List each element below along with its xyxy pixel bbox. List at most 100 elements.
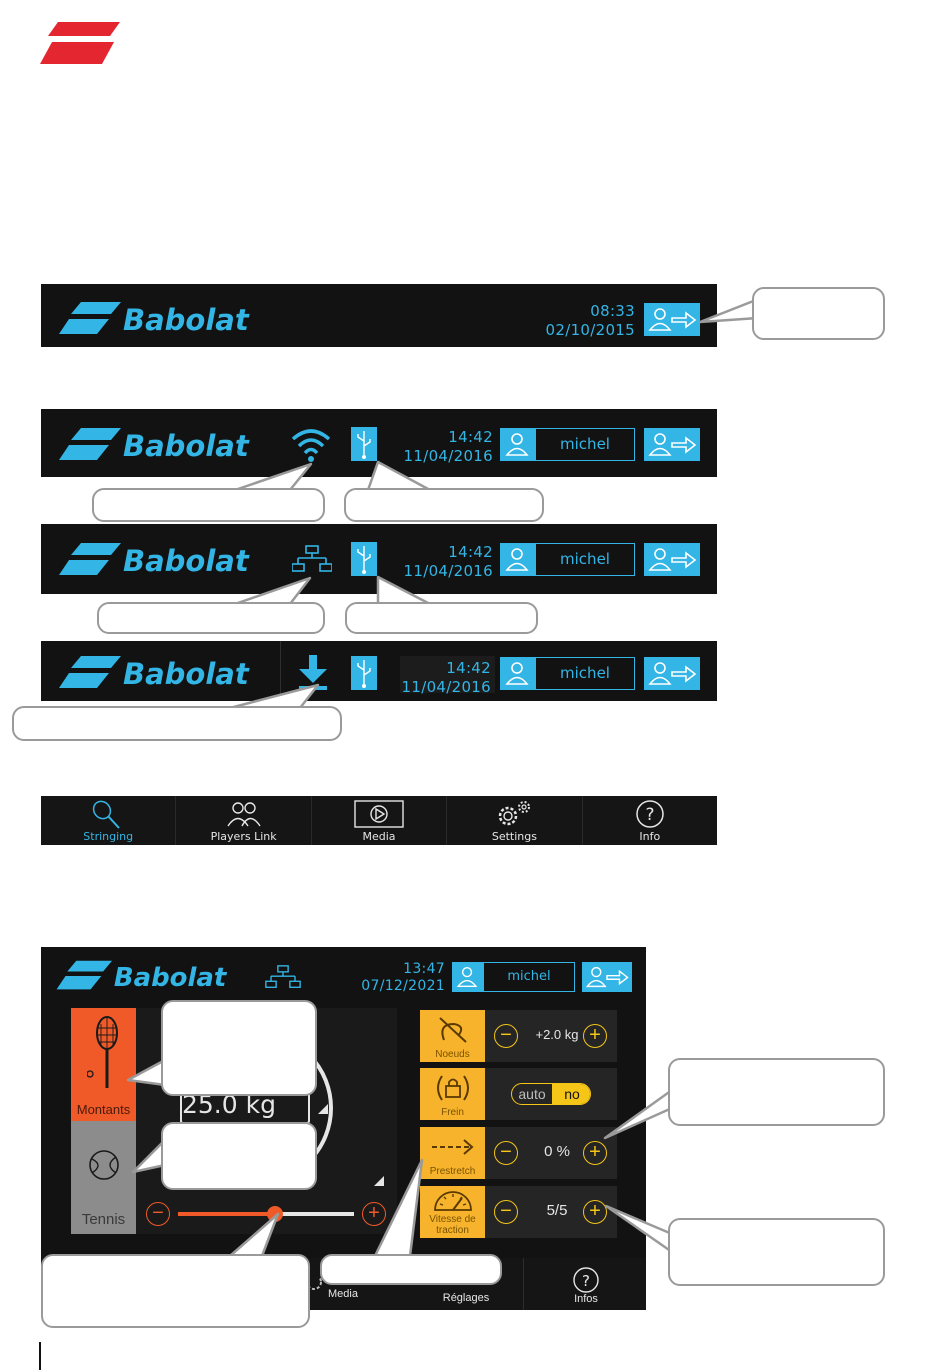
page-margin-rule <box>39 1342 41 1370</box>
tension-slider-knob[interactable] <box>266 1206 283 1222</box>
brake-tile[interactable]: Frein <box>420 1068 485 1120</box>
callout-usb <box>344 488 544 522</box>
knot-value: +2.0 kg <box>535 1027 579 1042</box>
tension-plus-button[interactable]: + <box>362 1202 386 1226</box>
brake-no-option[interactable]: no <box>552 1084 590 1104</box>
nav-label: Info <box>639 830 661 843</box>
babolat-logo: Babolat <box>59 300 279 343</box>
bottom-nav-settings[interactable]: Réglages <box>442 1292 490 1304</box>
user-icon <box>456 966 478 988</box>
time: 08:33 <box>590 302 635 320</box>
download-icon <box>297 655 329 696</box>
brand-name: Babolat <box>123 544 250 578</box>
racket-icon <box>93 800 120 829</box>
logout-button[interactable] <box>644 543 700 576</box>
main-nav-bar: Stringing Players Link Media Settings ? <box>41 796 717 845</box>
brake-label: Frein <box>441 1107 464 1118</box>
bottom-nav-media[interactable]: Media <box>328 1288 358 1300</box>
knot-tile[interactable]: Noeuds <box>420 1010 485 1062</box>
username-field[interactable]: michel <box>535 428 635 461</box>
time: 14:42 <box>446 659 491 677</box>
babolat-logo: Babolat <box>59 541 279 584</box>
user-logout-icon <box>648 433 697 456</box>
brand-name: Babolat <box>114 963 228 993</box>
usb-button[interactable] <box>351 542 377 576</box>
user-icon <box>505 548 529 571</box>
brake-auto-option[interactable]: auto <box>518 1086 546 1102</box>
time: 14:42 <box>448 428 493 446</box>
callout-mains-tab <box>161 1000 317 1096</box>
clock: 14:42 11/04/2016 <box>391 543 493 581</box>
knot-minus-button[interactable]: − <box>494 1024 518 1048</box>
date: 11/04/2016 <box>401 678 491 696</box>
svg-text:?: ? <box>645 805 654 825</box>
prestretch-tile[interactable]: Prestretch <box>420 1127 485 1179</box>
knot-plus-button[interactable]: + <box>583 1024 607 1048</box>
divider <box>280 641 281 701</box>
logout-button[interactable] <box>582 962 632 992</box>
user-button[interactable] <box>500 543 535 576</box>
wifi-icon <box>289 425 333 468</box>
callout-slider <box>41 1254 310 1328</box>
speed-minus-button[interactable]: − <box>494 1200 518 1224</box>
bottom-nav-info[interactable]: Infos <box>574 1293 598 1305</box>
prestretch-minus-button[interactable]: − <box>494 1141 518 1165</box>
knot-icon <box>439 1017 467 1043</box>
username-field[interactable]: michel <box>535 543 635 576</box>
callout-wifi <box>92 488 325 522</box>
nav-item-media[interactable]: Media <box>312 796 448 845</box>
question-icon: ? <box>636 800 664 828</box>
username-field[interactable]: michel <box>483 962 575 992</box>
user-button[interactable] <box>500 428 535 461</box>
user-logout-icon <box>648 662 697 685</box>
speedometer-icon <box>434 1191 472 1211</box>
callout-network <box>97 602 325 634</box>
media-play-icon <box>354 800 404 828</box>
tab-tennis-label: Tennis <box>81 1211 126 1228</box>
user-button[interactable] <box>500 657 535 690</box>
user-icon <box>505 433 529 456</box>
tension-minus-button[interactable]: − <box>146 1202 170 1226</box>
usb-button[interactable] <box>351 656 377 690</box>
babolat-logo: Babolat <box>59 654 279 697</box>
nav-item-stringing[interactable]: Stringing <box>41 796 177 845</box>
tab-mains[interactable]: Montants <box>71 1008 136 1121</box>
nav-item-players-link[interactable]: Players Link <box>176 796 312 845</box>
callout-speed <box>668 1218 885 1286</box>
prestretch-value: 0 % <box>544 1143 570 1160</box>
usb-button[interactable] <box>351 427 377 461</box>
callout-download <box>12 706 342 741</box>
user-logout-icon <box>648 548 697 571</box>
nav-label: Settings <box>491 830 537 843</box>
logout-button[interactable] <box>644 303 700 336</box>
prestretch-label: Prestretch <box>429 1166 476 1177</box>
logout-button[interactable] <box>644 657 700 690</box>
date: 11/04/2016 <box>403 447 493 465</box>
nav-item-settings[interactable]: Settings <box>447 796 583 845</box>
prestretch-plus-button[interactable]: + <box>583 1141 607 1165</box>
brake-toggle[interactable]: auto no <box>511 1083 591 1105</box>
network-icon <box>291 545 333 578</box>
brand-name: Babolat <box>123 303 250 337</box>
babolat-logo: Babolat <box>59 426 279 469</box>
time: 13:47 <box>403 961 445 977</box>
gears-icon <box>499 801 531 826</box>
brand-name: Babolat <box>123 657 250 691</box>
usb-icon <box>357 660 371 688</box>
babolat-logo: Babolat <box>55 959 255 998</box>
logout-button[interactable] <box>644 428 700 461</box>
nav-item-info[interactable]: ? Info <box>583 796 717 845</box>
clock: 08:33 02/10/2015 <box>521 302 635 340</box>
user-button[interactable] <box>452 962 483 992</box>
speed-plus-button[interactable]: + <box>583 1200 607 1224</box>
header-bar-network: Babolat 14:42 11/04/2016 michel <box>41 524 717 594</box>
racket-icon <box>87 1016 118 1088</box>
usb-icon <box>357 546 371 574</box>
date: 07/12/2021 <box>361 978 445 994</box>
username-field[interactable]: michel <box>535 657 635 690</box>
speed-tile[interactable]: Vitesse de traction <box>420 1186 485 1238</box>
callout-logout <box>752 287 885 340</box>
speed-label: Vitesse de traction <box>429 1214 476 1236</box>
callout-sport-tab <box>161 1122 317 1190</box>
tab-tennis[interactable]: Tennis <box>71 1121 136 1234</box>
